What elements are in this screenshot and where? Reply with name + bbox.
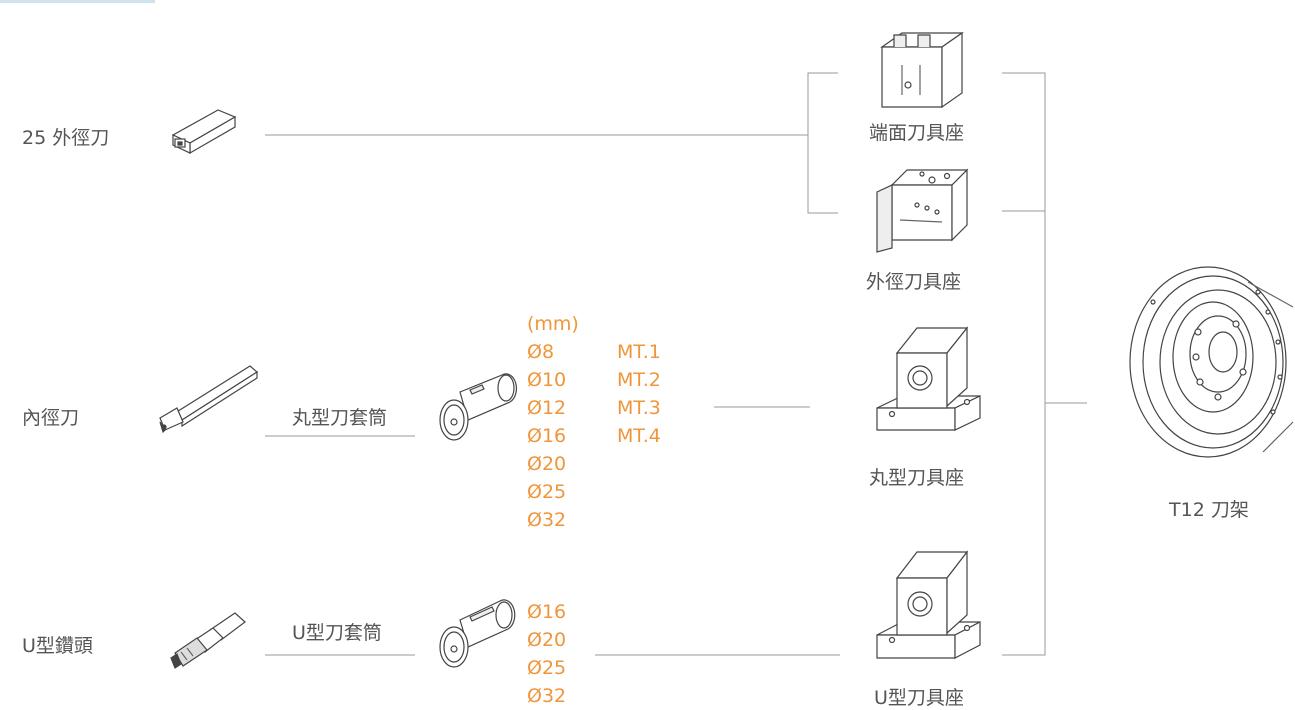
u-diameter-list: Ø16 Ø20 Ø25 Ø32 xyxy=(527,598,566,710)
round-diameter: Ø10 xyxy=(527,369,567,391)
face-holder-icon xyxy=(872,25,972,113)
round-sleeve-icon xyxy=(432,370,518,445)
u-diameter: Ø20 xyxy=(527,629,567,651)
morse-taper: MT.4 xyxy=(617,425,661,447)
round-diameter: Ø20 xyxy=(527,453,567,475)
round-holder-icon xyxy=(872,318,982,440)
u-diameter: Ø32 xyxy=(527,685,567,707)
outer-tool-label: 25 外徑刀 xyxy=(22,127,110,149)
u-sleeve-icon xyxy=(432,595,517,670)
morse-taper-list: MT.1 MT.2 MT.3 MT.4 xyxy=(617,338,661,450)
round-holder-label: 丸型刀具座 xyxy=(869,467,965,489)
inner-tool-icon xyxy=(155,358,265,438)
u-holder-label: U型刀具座 xyxy=(874,687,964,709)
morse-taper: MT.2 xyxy=(617,369,661,391)
round-diameter: Ø32 xyxy=(527,509,567,531)
top-accent-bar xyxy=(0,0,155,3)
bracket-turret xyxy=(1002,72,1046,656)
round-diameter: Ø12 xyxy=(527,397,567,419)
round-diameter-list: (mm) Ø8 Ø10 Ø12 Ø16 Ø20 Ø25 Ø32 xyxy=(527,310,579,534)
round-diameter: Ø25 xyxy=(527,481,567,503)
unit-label: (mm) xyxy=(527,313,579,335)
bracket-holders xyxy=(807,72,838,214)
outer-tool-icon xyxy=(163,105,243,165)
u-drill-label: U型鑽頭 xyxy=(22,635,93,657)
turret-label: T12 刀架 xyxy=(1169,499,1249,521)
inner-tool-label: 內徑刀 xyxy=(22,407,80,429)
u-diameter: Ø16 xyxy=(527,601,567,623)
morse-taper: MT.3 xyxy=(617,397,661,419)
round-diameter: Ø16 xyxy=(527,425,567,447)
face-holder-label: 端面刀具座 xyxy=(869,122,965,144)
round-sleeve-label: 丸型刀套筒 xyxy=(292,407,388,429)
round-diameter: Ø8 xyxy=(527,341,555,363)
u-drill-icon xyxy=(165,608,250,673)
outer-holder-label: 外徑刀具座 xyxy=(866,271,962,293)
outer-holder-icon xyxy=(872,160,972,255)
u-sleeve-label: U型刀套筒 xyxy=(292,622,382,644)
morse-taper: MT.1 xyxy=(617,341,661,363)
u-diameter: Ø25 xyxy=(527,657,567,679)
u-holder-icon xyxy=(872,540,982,665)
turret-icon xyxy=(1118,262,1295,462)
